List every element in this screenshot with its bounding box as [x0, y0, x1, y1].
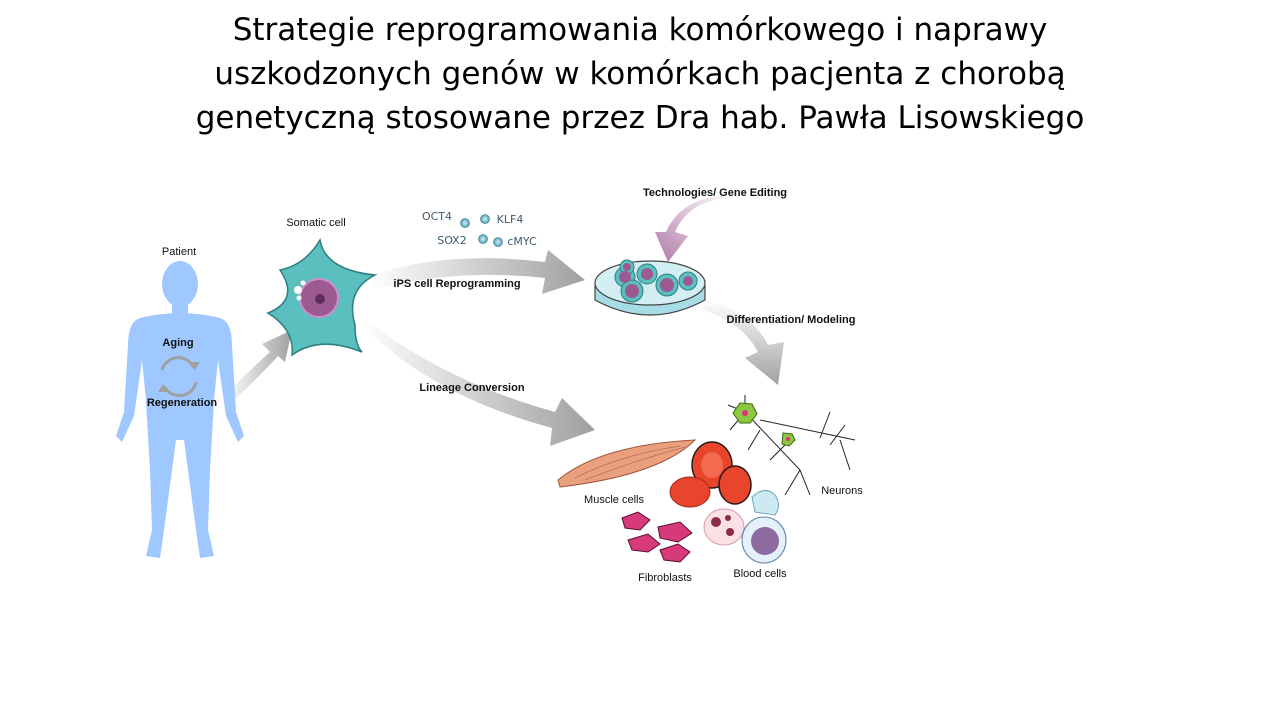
label-cmyc: cMYC — [507, 235, 537, 248]
label-patient: Patient — [162, 246, 196, 258]
arrow-gene-editing — [655, 195, 735, 262]
label-aging: Aging — [162, 337, 193, 349]
label-neurons: Neurons — [821, 485, 863, 497]
cycle-icon — [158, 356, 200, 398]
label-regeneration: Regeneration — [147, 397, 218, 409]
fibroblasts-icon — [621, 511, 693, 563]
patient-body-icon — [116, 261, 244, 558]
label-differentiation: Differentiation/ Modeling — [727, 314, 856, 326]
neurons-icon — [727, 395, 856, 496]
arrow-differentiation — [703, 300, 784, 385]
somatic-cell-icon — [266, 237, 378, 357]
label-blood-cells: Blood cells — [733, 568, 787, 580]
title-line-3: genetyczną stosowane przez Dra hab. Pawł… — [195, 100, 1085, 136]
title-line-1: Strategie reprogramowania komórkowego i … — [232, 12, 1048, 48]
petri-dish-icon — [594, 259, 706, 316]
slide-title: Strategie reprogramowania komórkowego i … — [0, 8, 1280, 140]
arrow-ips-reprogramming — [370, 250, 585, 294]
label-klf4: KLF4 — [497, 213, 524, 226]
label-muscle-cells: Muscle cells — [584, 494, 644, 506]
arrow-lineage-conversion — [360, 315, 595, 446]
arrow-patient-to-cell — [225, 330, 292, 402]
label-oct4: OCT4 — [422, 210, 452, 223]
label-somatic-cell: Somatic cell — [286, 217, 345, 229]
label-gene-editing: Technologies/ Gene Editing — [643, 187, 787, 199]
blood-cells-icon — [669, 441, 787, 564]
muscle-cells-icon — [557, 439, 697, 488]
label-sox2: SOX2 — [437, 234, 466, 247]
label-ips-reprogramming: iPS cell Reprogramming — [393, 278, 520, 290]
transcription-factor-beads — [460, 214, 503, 247]
label-lineage-conversion: Lineage Conversion — [419, 382, 524, 394]
label-fibroblasts: Fibroblasts — [638, 572, 692, 584]
title-line-2: uszkodzonych genów w komórkach pacjenta … — [214, 56, 1066, 92]
